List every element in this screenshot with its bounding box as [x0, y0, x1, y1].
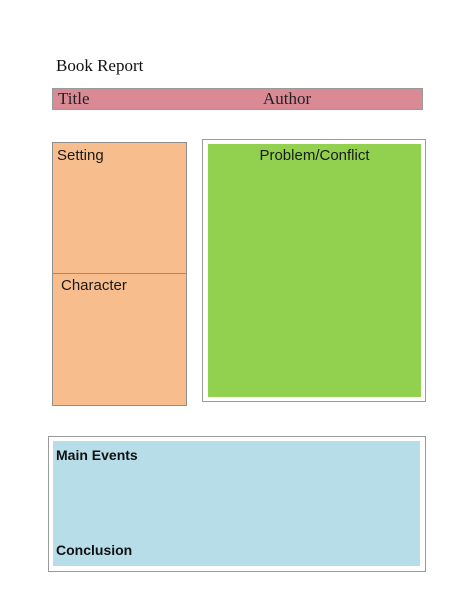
page-title: Book Report: [56, 56, 144, 75]
main-events-frame: Main Events Conclusion: [48, 436, 426, 572]
main-events-label: Main Events: [56, 447, 138, 463]
character-label: Character: [61, 277, 127, 294]
main-events-box: Main Events Conclusion: [53, 441, 420, 566]
problem-conflict-box: Problem/Conflict: [208, 144, 421, 397]
title-author-bar: Title Author: [52, 88, 423, 110]
setting-box: Setting: [52, 142, 187, 275]
author-label: Author: [263, 89, 312, 108]
conclusion-label: Conclusion: [56, 542, 133, 558]
problem-conflict-frame: Problem/Conflict: [202, 139, 426, 402]
title-label: Title: [58, 89, 90, 108]
character-box: Character: [52, 273, 187, 406]
setting-label: Setting: [57, 147, 104, 164]
problem-conflict-label: Problem/Conflict: [259, 147, 370, 164]
